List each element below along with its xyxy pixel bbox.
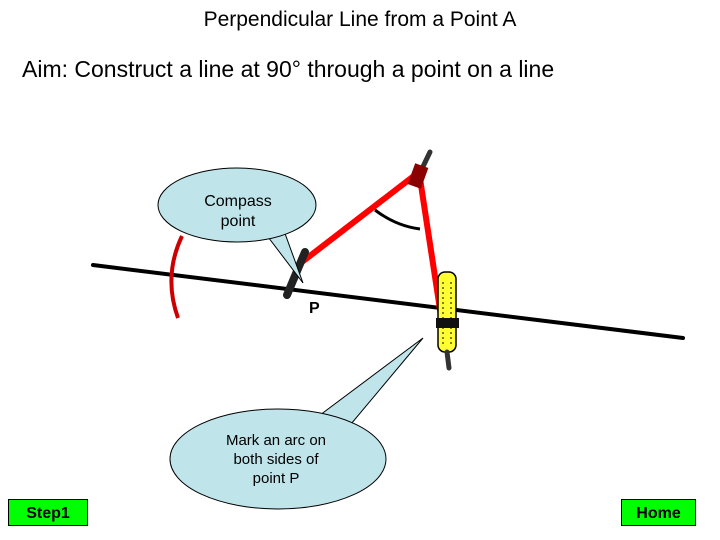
compass-left-arm [300,169,421,265]
home-button[interactable]: Home [621,499,696,526]
compass-callout-line-2: point [221,213,256,230]
arc-callout-line-2: both sides of [233,451,319,468]
compass-hinge [407,163,429,189]
base-line [91,263,685,340]
point-p-label: P [309,300,320,317]
left-arc [169,235,184,319]
pencil-icon [436,271,459,371]
compass-angle-arc [374,208,421,231]
page-title: Perpendicular Line from a Point A [203,8,517,31]
compass-point-callout: Compass point [157,167,317,284]
step1-button[interactable]: Step1 [8,499,88,526]
compass-callout-line-1: Compass [204,193,272,210]
arc-callout-line-1: Mark an arc on [226,432,326,449]
arc-callout-line-3: point P [253,470,300,487]
arc-callout: Mark an arc on both sides of point P [169,337,424,510]
aim-text: Aim: Construct a line at 90° through a p… [22,56,555,82]
